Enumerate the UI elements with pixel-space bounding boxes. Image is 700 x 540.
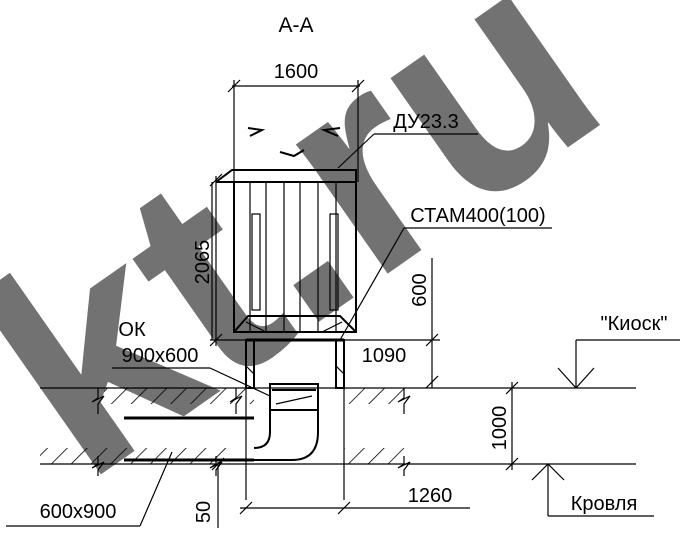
duct-elbow [124, 383, 319, 462]
callout-duct: 600х900 [6, 451, 173, 527]
callout-duct-label: 600х900 [40, 501, 117, 523]
watermark: kt.ru [0, 0, 653, 539]
level-kiosk: "Киоск" [557, 313, 680, 389]
dim-top-width-label: 1600 [274, 61, 319, 83]
dim-bottom-width-label: 1260 [408, 485, 453, 507]
dim-opening-right-label: 1090 [362, 345, 407, 367]
shaft-walls [245, 388, 345, 500]
level-kiosk-label: "Киоск" [601, 313, 668, 335]
callout-valve-name: ОК [118, 319, 146, 341]
callout-deflector-label: ДУ23.3 [393, 111, 458, 133]
dim-height-roof-label: 1000 [489, 406, 511, 451]
level-roof: Кровля [531, 463, 654, 517]
dim-height-upper: 600 [340, 258, 440, 389]
callout-valve-size: 900х600 [122, 345, 199, 367]
dim-height-total: 2065 [192, 173, 250, 347]
dim-bottom-small-label: 50 [193, 501, 215, 523]
level-roof-label: Кровля [571, 493, 638, 515]
stand-supports [245, 338, 345, 389]
section-title: А-А [278, 14, 313, 37]
dim-top-width: 1600 [227, 61, 365, 182]
dim-height-upper-label: 600 [409, 273, 431, 306]
callout-deflector: ДУ23.3 [337, 111, 478, 169]
watermark-text: kt.ru [0, 0, 653, 539]
dim-bottom-width: 1260 [239, 485, 470, 515]
dim-bottom-small: 50 [193, 457, 225, 528]
callout-stand: СТАМ400(100) [339, 205, 552, 341]
callout-stand-label: СТАМ400(100) [410, 205, 545, 227]
deflector-body [211, 181, 357, 340]
dim-height-total-label: 2065 [192, 240, 214, 285]
dim-height-roof: 1000 [489, 381, 519, 471]
callout-valve: ОК 900х600 [112, 319, 271, 397]
